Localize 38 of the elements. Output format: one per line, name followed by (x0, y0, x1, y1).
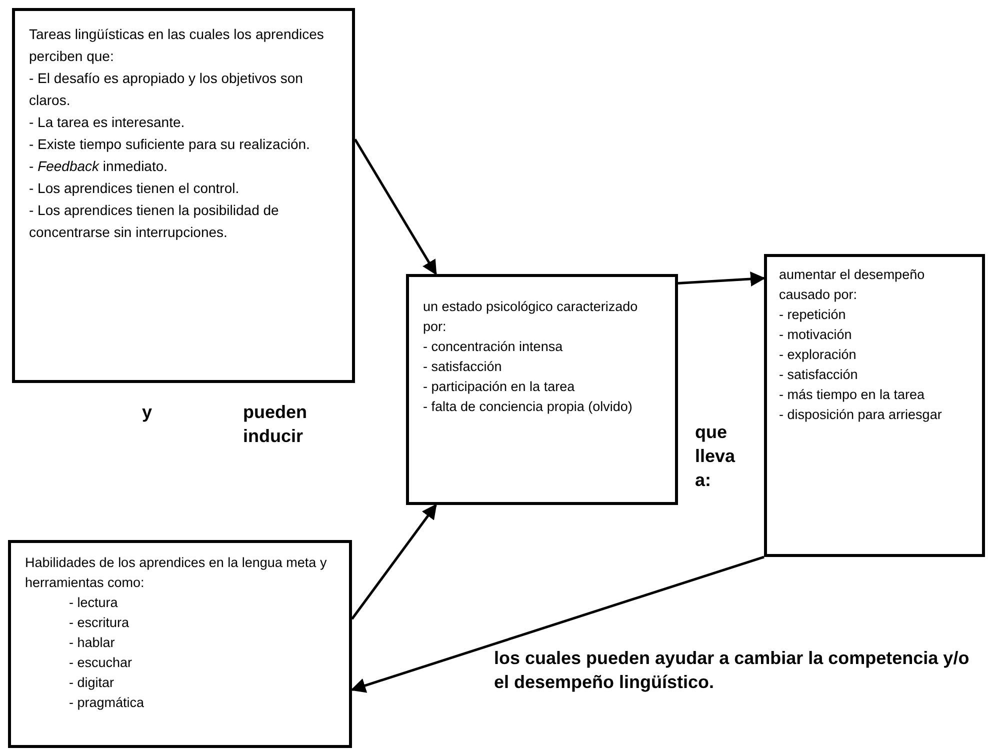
connector-text: pueden inducir (243, 401, 308, 448)
box-heading: Habilidades de los aprendices en la lengua meta y herramientas como: (25, 554, 328, 592)
list-item: - motivación (779, 326, 853, 344)
text-box (12, 8, 355, 383)
list-item: - participación en la tarea (423, 378, 576, 396)
arrow (354, 138, 437, 276)
arrow (351, 504, 437, 620)
list-item: - exploración (779, 346, 858, 364)
arrow (678, 272, 766, 286)
list-item: - más tiempo en la tarea (779, 386, 926, 404)
list-item: - Feedback inmediato. (29, 157, 169, 176)
list-item: - Los aprendices tienen el control. (29, 179, 240, 198)
list-item: - disposición para arriesgar (779, 406, 943, 424)
text-box (764, 254, 985, 557)
list-item: - digitar (68, 674, 116, 692)
connector-text: los cuales pueden ayudar a cambiar la competencia y/o el desempeño lingüístico. (494, 647, 970, 694)
box-heading: un estado psicológico caracterizado por: (423, 298, 639, 336)
list-item: - falta de conciencia propia (olvido) (423, 398, 634, 416)
box-heading: Tareas lingüísticas en las cuales los aprendices perciben que: (29, 25, 325, 66)
list-item: - hablar (68, 634, 116, 652)
text-box (406, 274, 678, 505)
list-item: - Existe tiempo suficiente para su realización. (29, 135, 311, 154)
arrow (350, 556, 764, 693)
list-item: - pragmática (68, 694, 146, 712)
list-item: - satisfacción (423, 358, 503, 376)
text-box (8, 540, 352, 748)
list-item: - satisfacción (779, 366, 859, 384)
list-item: - concentración intensa (423, 338, 564, 356)
list-item: - lectura (68, 594, 119, 612)
list-item: - La tarea es interesante. (29, 113, 186, 132)
list-item: - repetición (779, 306, 847, 324)
list-item: - El desafío es apropiado y los objetivos son claros. (29, 69, 304, 110)
list-item: - escritura (68, 614, 130, 632)
connector-text: y (142, 401, 154, 424)
connector-text: que lleva a: (695, 421, 736, 492)
list-item: - escuchar (68, 654, 134, 672)
box-heading: aumentar el desempeño causado por: (779, 266, 926, 304)
list-item: - Los aprendices tienen la posibilidad de concentrarse sin interrupciones. (29, 201, 280, 242)
